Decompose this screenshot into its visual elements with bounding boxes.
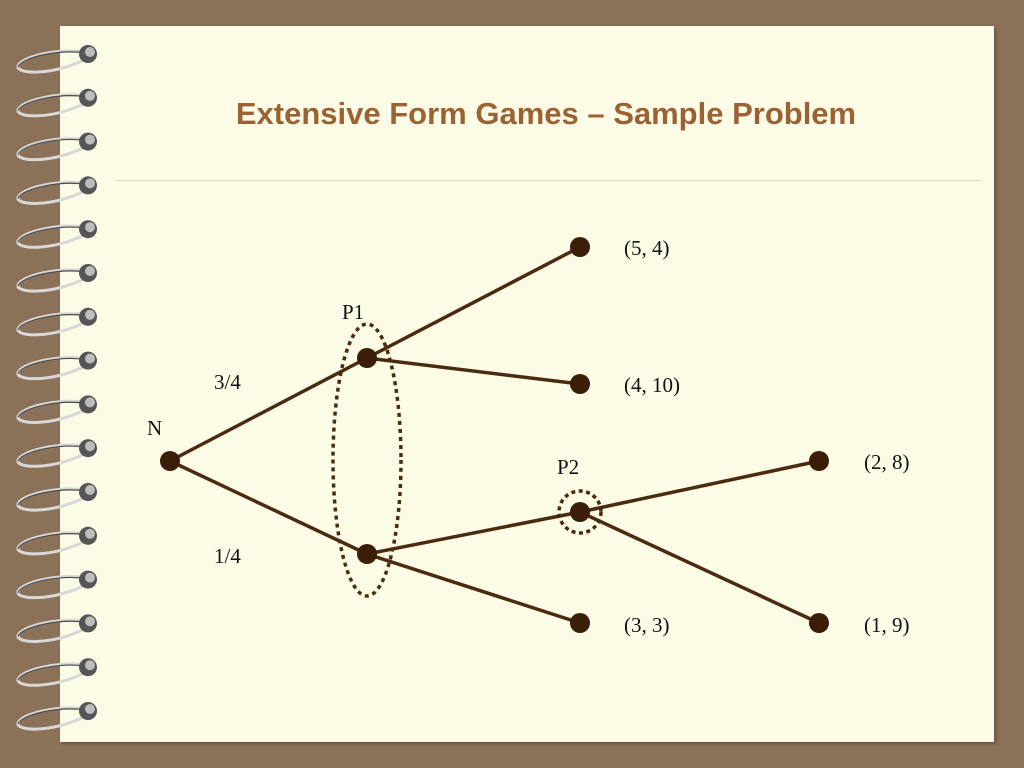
node-outcome_2 — [570, 374, 590, 394]
binding-ring — [16, 570, 97, 600]
node-p2 — [570, 502, 590, 522]
binding-ring — [16, 351, 97, 381]
binding-ring — [16, 132, 97, 162]
edge-p2-to-outcome_4 — [578, 459, 821, 514]
binding-ring — [16, 526, 97, 556]
binding-ring — [16, 307, 97, 337]
spiral-binding — [16, 45, 97, 731]
binding-ring — [16, 483, 97, 512]
binding-ring — [16, 614, 97, 643]
binding-ring — [16, 702, 97, 731]
slide-page — [60, 26, 994, 742]
p1-label: P1 — [342, 300, 364, 324]
binding-ring — [16, 45, 97, 74]
binding-ring — [16, 395, 97, 424]
edge-p1_top-to-outcome_2 — [365, 356, 582, 386]
p1-information-set — [331, 322, 403, 598]
p2-information-set — [557, 489, 603, 535]
node-nature — [160, 451, 180, 471]
node-outcome_3 — [570, 613, 590, 633]
title-divider — [116, 180, 982, 181]
edge-nature-to-p1_top — [168, 356, 369, 463]
node-outcome_4 — [809, 451, 829, 471]
edge-nature-to-p1_bottom — [168, 459, 369, 556]
payoff-label-5: (1, 9) — [864, 613, 910, 637]
node-p1_top — [357, 348, 377, 368]
probability-top-label: 3/4 — [214, 370, 241, 394]
binding-ring — [16, 176, 97, 205]
binding-ring — [16, 439, 97, 468]
binding-ring — [16, 220, 97, 249]
edge-p1_bottom-to-p2 — [365, 510, 582, 556]
node-outcome_5 — [809, 613, 829, 633]
node-p1_bottom — [357, 544, 377, 564]
payoff-label-1: (5, 4) — [624, 236, 670, 260]
probability-bottom-label: 1/4 — [214, 544, 241, 568]
p2-label: P2 — [557, 455, 579, 479]
edge-p1_top-to-outcome_1 — [365, 245, 582, 360]
node-outcome_1 — [570, 237, 590, 257]
binding-ring — [16, 264, 97, 293]
binding-ring — [16, 658, 97, 687]
payoff-label-4: (2, 8) — [864, 450, 910, 474]
nature-node-label: N — [147, 416, 162, 440]
edge-p2-to-outcome_5 — [578, 510, 821, 625]
payoff-label-2: (4, 10) — [624, 373, 680, 397]
payoff-label-3: (3, 3) — [624, 613, 670, 637]
binding-ring — [16, 88, 97, 118]
edge-p1_bottom-to-outcome_3 — [365, 552, 582, 625]
